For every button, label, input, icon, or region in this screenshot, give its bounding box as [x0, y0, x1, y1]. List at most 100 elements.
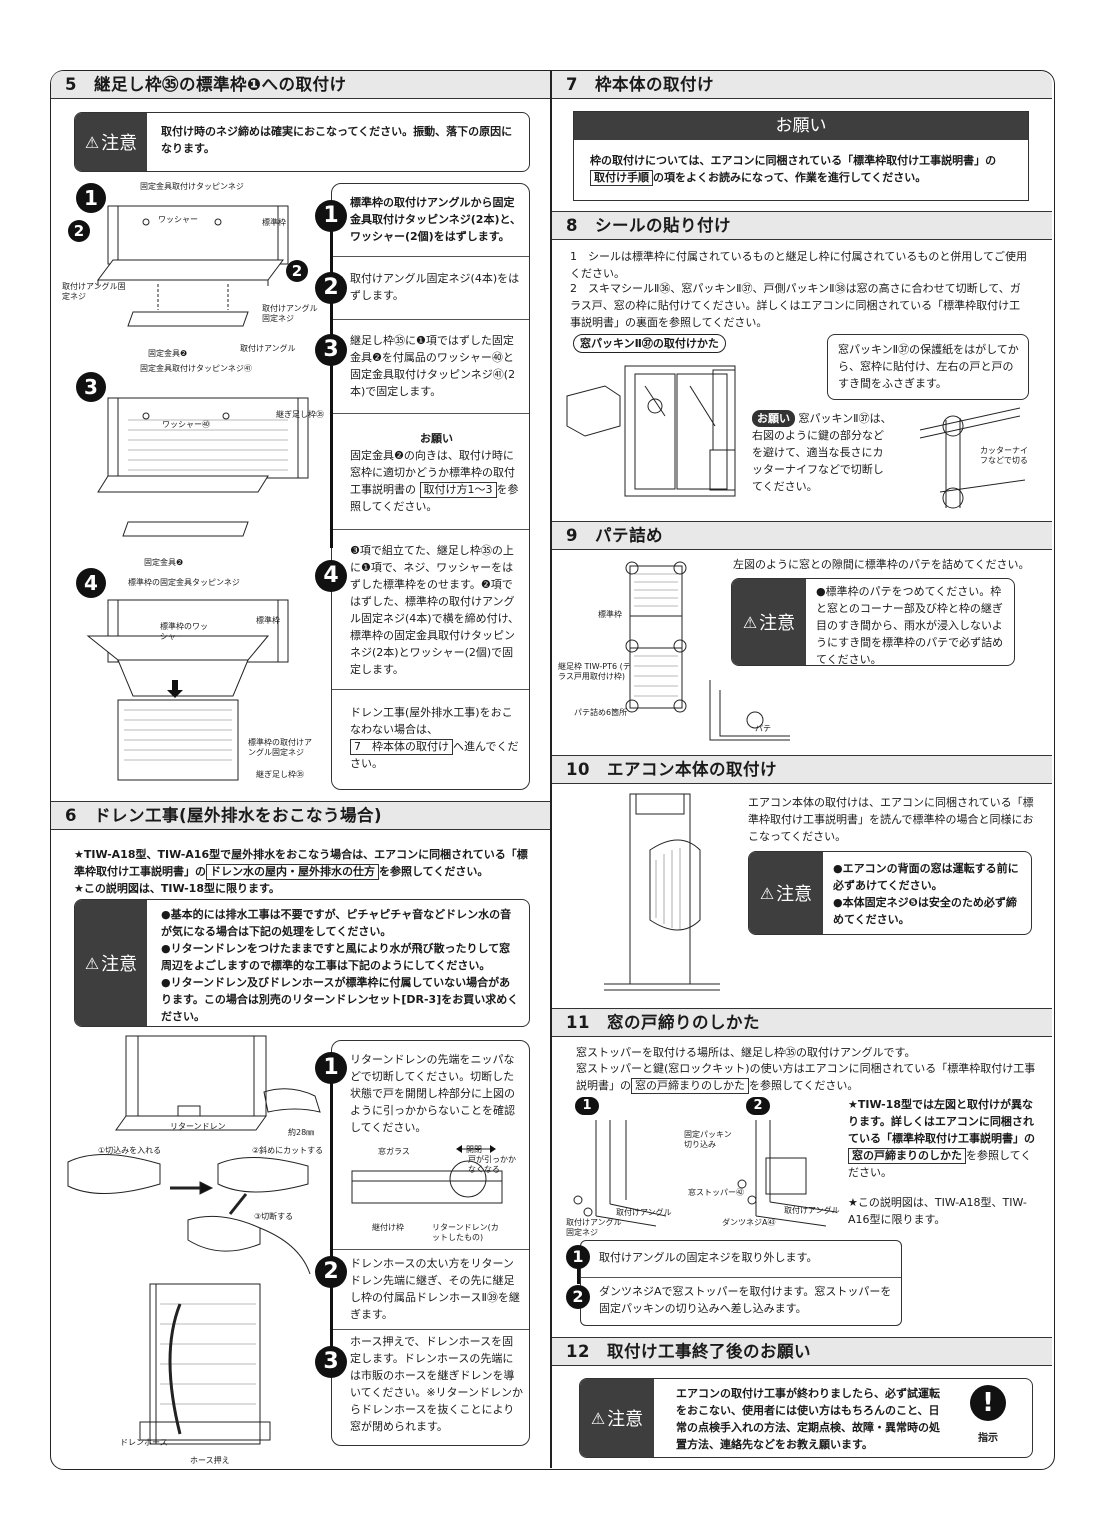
s10-caution-box: ⚠注意 ●エアコンの背面の窓は運転する前に必ずあけてください。 ●本体固定ネジ❺…	[748, 851, 1032, 935]
fig-number-2: 2	[746, 1097, 770, 1115]
fig-label: リターンドレン(カットしたもの)	[432, 1223, 499, 1242]
s9-text: 左図のように窓との隙間に標準枠のパテを詰めてください。	[733, 558, 1030, 571]
s6-steps-box: リターンドレンの先端をニッパなどで切断してください。切断した状態で戸を開閉し枠部…	[331, 1040, 530, 1446]
fig-label: 固定金具取付けタッピンネジ㊶	[140, 364, 252, 373]
section-9-title: 9 パテ詰め	[552, 522, 1052, 550]
step-number-3: 3	[315, 334, 347, 366]
fig-label: 固定金具❷	[148, 349, 188, 358]
fig-label: パテ	[755, 724, 771, 733]
divider	[332, 319, 529, 320]
caution-label: ⚠注意	[749, 852, 823, 934]
fig-number-3: 3	[76, 372, 106, 402]
step-number-4: 4	[315, 560, 347, 592]
fig-label: 取付けアングル	[616, 1208, 672, 1217]
fig-label: 継足枠 TIW-PT6 (テラス戸用取付け枠)	[558, 662, 631, 681]
fig-label: パテ詰め6箇所	[574, 708, 628, 717]
divider	[332, 529, 529, 530]
s11-steps-box: 取付けアングルの固定ネジを取り外します。 ダンツネジAで窓ストッパーを取付けます…	[580, 1240, 902, 1326]
divider	[332, 689, 529, 690]
s8-cutter-figure	[919, 407, 1026, 509]
s5-caution-box: ⚠注意 取付け時のネジ締めは確実におこなってください。振動、落下の原因になります…	[74, 112, 530, 172]
s10-caution-items: ●エアコンの背面の窓は運転する前に必ずあけてください。 ●本体固定ネジ❺は安全の…	[833, 862, 1019, 926]
divider	[332, 1249, 529, 1250]
fig-label: ドレンホース	[120, 1438, 168, 1447]
s5-figures	[86, 205, 309, 781]
s10-aircon-figure	[604, 793, 720, 991]
s6-note-2: ★この説明図は、TIW-18型に限ります。	[74, 882, 280, 895]
fig-label: 取付けアングル	[784, 1206, 840, 1215]
s8-info-box: 窓パッキンⅡ㊲の保護紙をはがしてから、窓枠に貼付け、左右の戸と戸のすき間をふさぎ…	[827, 334, 1029, 400]
fig-label: ①切込みを入れる	[98, 1146, 162, 1155]
step-number-1: 1	[315, 200, 347, 232]
s11-text-1: 窓ストッパーを取付ける場所は、継足し枠㉟の取付けアングルです。	[576, 1046, 916, 1059]
fig-label: 固定パッキン切り込み	[684, 1130, 732, 1149]
section-7-title: 7 枠本体の取付け	[552, 71, 1052, 99]
step-number-2: 2	[315, 1256, 347, 1288]
divider	[51, 801, 550, 803]
step-number-1: 1	[566, 1245, 590, 1269]
s6-step-1: リターンドレンの先端をニッパなどで切断してください。切断した状態で戸を開閉し枠部…	[350, 1053, 515, 1134]
fig-label: 窓ストッパー㊷	[688, 1188, 744, 1197]
fig-label: ワッシャー	[158, 215, 198, 224]
caution-label: ⚠注意	[580, 1379, 654, 1457]
section-12-title: 12 取付け工事終了後のお願い	[552, 1338, 1052, 1366]
fig-label: ③切断する	[254, 1212, 294, 1221]
fig-label: 継ぎ足し枠㉟	[276, 410, 324, 419]
s7-text: 枠の取付けについては、エアコンに同梱されている「標準枠取付け工事説明書」の取付け…	[590, 154, 997, 186]
s8-item-1: 1 シールは標準枠に付属されているものと継足し枠に付属されているものと併用してご…	[570, 250, 1028, 280]
fig-label: ②斜めにカットする	[252, 1146, 324, 1155]
s11-text-2: 窓ストッパーと鍵(窓ロックキット)の使い方はエアコンに同梱されている「標準枠取付…	[576, 1062, 1036, 1094]
step-number-2: 2	[315, 272, 347, 304]
fig-number-4: 4	[76, 568, 106, 598]
divider	[332, 1329, 529, 1330]
fig-label: ホース押え	[190, 1456, 230, 1465]
fig-label: ワッシャー㊵	[162, 420, 210, 429]
fig-label: リターンドレン	[170, 1122, 226, 1131]
s7-onegai-box: お願い 枠の取付けについては、エアコンに同梱されている「標準枠取付け工事説明書」…	[573, 111, 1029, 201]
divider	[552, 1008, 1052, 1010]
warning-icon: ⚠	[759, 883, 775, 903]
caution-label: ⚠注意	[732, 579, 806, 665]
section-11-title: 11 窓の戸締りのしかた	[552, 1009, 1052, 1037]
fig-number-1: 1	[575, 1097, 599, 1115]
step-flow-line	[577, 1262, 580, 1284]
s5-step-4: ❸項で組立てた、継足し枠㉟の上に❶項で、ネジ、ワッシャーをはずした標準枠をのせま…	[350, 544, 520, 676]
divider	[332, 413, 529, 414]
s11-figures	[573, 1120, 837, 1227]
s9-caution-box: ⚠注意 ●標準枠のパテをつめてください。枠と窓とのコーナー部及び枠と枠の継ぎ目の…	[731, 578, 1015, 666]
fig-label: 戸が引っかかなくなる	[468, 1155, 516, 1174]
s5-steps-box: 標準枠の取付けアングルから固定金具取付けタッピンネジ(2本)と、ワッシャー(2個…	[331, 183, 530, 790]
divider	[552, 1337, 1052, 1339]
fig-label: 固定金具❷	[144, 558, 184, 567]
section-5-title: 5 継足し枠㉟の標準枠❶への取付け	[51, 71, 550, 99]
s12-caution-box: ⚠注意 エアコンの取付け工事が終わりましたら、必ず試運転をおこない、使用者には使…	[579, 1378, 1033, 1458]
instruction-icon: !	[970, 1385, 1006, 1421]
fig-label: 標準枠の取付けアングル固定ネジ	[248, 738, 312, 757]
divider	[552, 521, 1052, 523]
fig-label: 固定金具取付けタッピンネジ	[140, 182, 244, 191]
s5-onegai: お願い 固定金具❷の向きは、取付け時に窓枠に適切かどうか標準枠の取付工事説明書の…	[350, 432, 519, 513]
s11-step-2: ダンツネジAで窓ストッパーを取付けます。窓ストッパーを固定パッキンの切り込みへ差…	[599, 1285, 892, 1315]
s5-step-3: 継足し枠㉟に❶項ではずした固定金具❷を付属品のワッシャー㊵と固定金具取付けタッピ…	[350, 334, 516, 398]
caution-label: ⚠注意	[75, 900, 147, 1026]
onegai-header: お願い	[574, 112, 1028, 140]
fig-label: 標準枠の固定金具タッピンネジ	[128, 578, 240, 587]
fig-label: カッターナイフなどで切る	[980, 446, 1028, 465]
fig-label: ダンツネジA㊸	[722, 1218, 776, 1227]
s8-box-text: 窓パッキンⅡ㊲の保護紙をはがしてから、窓枠に貼付け、左右の戸と戸のすき間をふさぎ…	[838, 343, 1019, 390]
fig-label: 取付けアングル固定ネジ	[262, 304, 318, 323]
section-8-title: 8 シールの貼り付け	[552, 212, 1052, 240]
fig-label: 標準枠	[598, 610, 622, 619]
s8-tag: 窓パッキンⅡ㊲の取付けかた	[573, 334, 726, 353]
fig-number-2a: 2	[68, 220, 90, 242]
s6-note-1: ★TIW-A18型、TIW-A16型で屋外排水をおこなう場合は、エアコンに同梱さ…	[74, 848, 528, 880]
fig-label: 窓ガラス	[378, 1147, 410, 1156]
column-divider	[550, 70, 552, 1468]
fig-label: 標準枠	[262, 218, 286, 227]
caution-label: ⚠注意	[75, 113, 147, 171]
fig-label: 継ぎ足し枠㉟	[256, 770, 304, 779]
s6-window-glass-figure	[351, 1145, 503, 1204]
divider	[552, 755, 1052, 757]
fig-label: 継付け枠	[372, 1223, 404, 1232]
fig-label: 標準枠のワッシャー	[160, 622, 208, 641]
